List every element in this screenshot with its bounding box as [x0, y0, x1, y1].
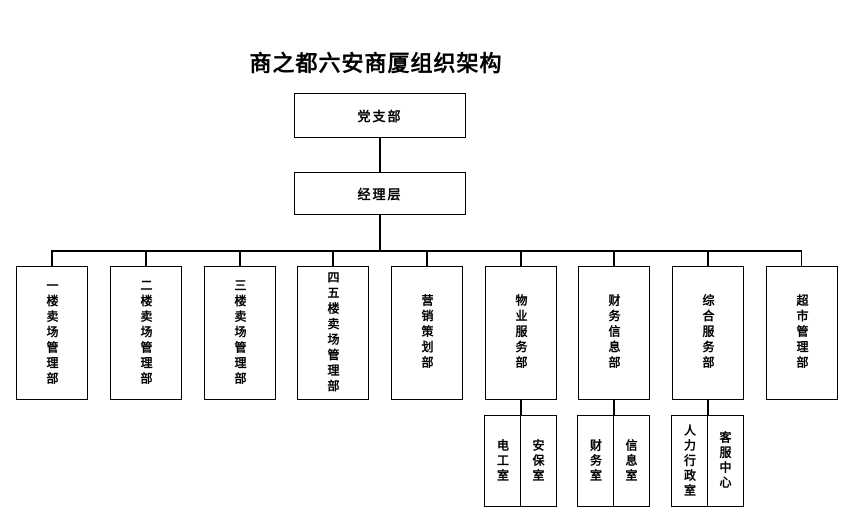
node-dept-property-service: 物业服务部	[485, 266, 557, 400]
node-dept-supermarket: 超市管理部	[766, 266, 838, 400]
node-office-electrician: 电工室	[484, 415, 521, 507]
node-dept-label: 四五楼卖场管理部	[326, 271, 340, 395]
node-dept-floor1-sales: 一楼卖场管理部	[16, 266, 88, 400]
node-office-hr-admin: 人力行政室	[671, 415, 708, 507]
connector-stub-offices-2	[613, 400, 615, 415]
node-office-label: 客服中心	[718, 431, 732, 491]
node-manager-level-label: 经理层	[357, 188, 403, 203]
connector-stub-dept-7	[613, 250, 615, 266]
node-dept-label: 综合服务部	[701, 294, 715, 372]
node-dept-label: 超市管理部	[795, 294, 809, 372]
node-dept-label: 三楼卖场管理部	[233, 278, 247, 388]
connector-l1-l2	[379, 138, 381, 172]
connector-stub-dept-1	[51, 250, 53, 266]
node-dept-label: 一楼卖场管理部	[45, 278, 59, 388]
office-pair-general: 人力行政室 客服中心	[671, 415, 744, 507]
node-office-customer-service: 客服中心	[706, 415, 744, 507]
connector-stub-dept-5	[426, 250, 428, 266]
office-pair-property: 电工室 安保室	[484, 415, 557, 507]
connector-stub-dept-2	[145, 250, 147, 266]
node-dept-general-service: 综合服务部	[672, 266, 744, 400]
node-office-label: 人力行政室	[682, 423, 697, 499]
node-office-label: 财务室	[588, 438, 603, 484]
node-dept-floor3-sales: 三楼卖场管理部	[204, 266, 276, 400]
chart-title: 商之都六安商厦组织架构	[249, 51, 503, 77]
connector-stub-dept-3	[239, 250, 241, 266]
node-office-label: 安保室	[531, 438, 545, 484]
node-office-label: 信息室	[624, 438, 638, 484]
node-dept-label: 营销策划部	[420, 294, 434, 372]
node-dept-finance-info: 财务信息部	[578, 266, 650, 400]
node-dept-label: 财务信息部	[607, 294, 621, 372]
node-dept-marketing: 营销策划部	[391, 266, 463, 400]
node-party-branch: 党支部	[294, 93, 466, 138]
connector-stub-dept-6	[520, 250, 522, 266]
node-manager-level: 经理层	[294, 172, 466, 215]
node-office-label: 电工室	[495, 438, 510, 484]
node-dept-label: 物业服务部	[514, 294, 528, 372]
connector-stub-dept-4	[332, 250, 334, 266]
connector-stub-dept-9	[800, 250, 802, 266]
node-dept-label: 二楼卖场管理部	[139, 278, 153, 388]
node-dept-floor2-sales: 二楼卖场管理部	[110, 266, 182, 400]
connector-stub-dept-8	[707, 250, 709, 266]
connector-stub-offices-1	[520, 400, 522, 415]
node-office-finance: 财务室	[577, 415, 614, 507]
node-dept-floor45-sales: 四五楼卖场管理部	[297, 266, 369, 400]
node-office-information: 信息室	[612, 415, 650, 507]
node-party-branch-label: 党支部	[357, 110, 403, 125]
connector-l2-rail	[379, 215, 381, 250]
connector-stub-offices-3	[707, 400, 709, 415]
office-pair-finance: 财务室 信息室	[577, 415, 650, 507]
node-office-security: 安保室	[519, 415, 557, 507]
